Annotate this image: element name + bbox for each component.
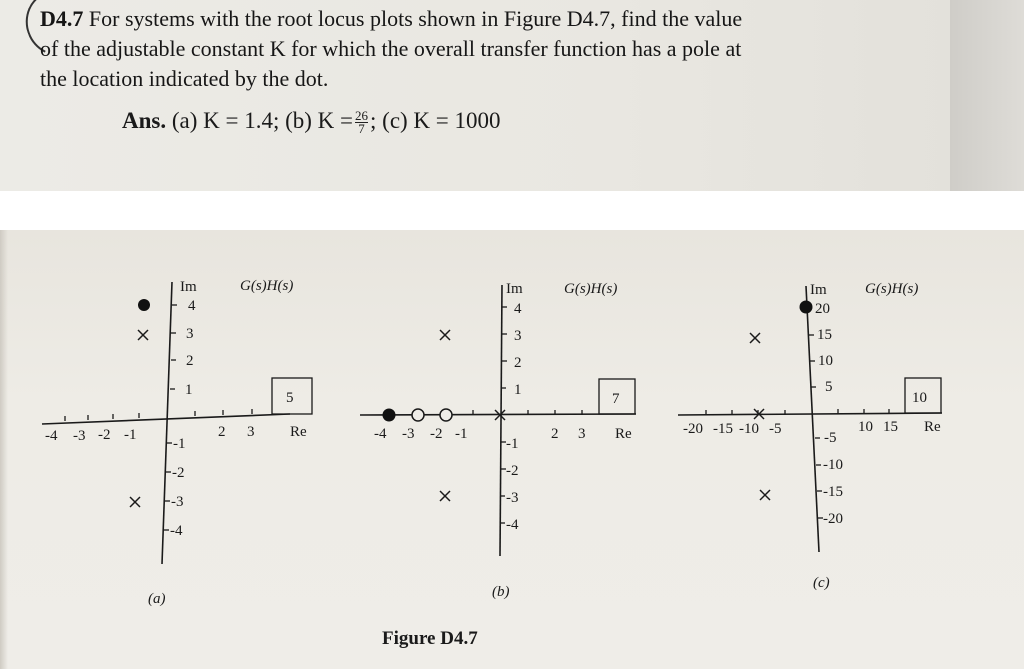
problem-statement: D4.7 For systems with the root locus plo… — [40, 4, 940, 94]
gain-box — [598, 378, 636, 415]
svg-text:4: 4 — [514, 301, 522, 317]
im-axis — [499, 284, 503, 557]
svg-text:-5: -5 — [824, 430, 837, 446]
svg-text:2: 2 — [514, 355, 522, 371]
answer-label: Ans. — [122, 108, 167, 133]
answer-c: (c) K = 1000 — [382, 108, 501, 133]
svg-text:-4: -4 — [506, 517, 519, 533]
svg-text:-4: -4 — [374, 426, 387, 442]
svg-text:1: 1 — [514, 382, 522, 398]
gain-box — [271, 377, 313, 415]
function-label: G(s)H(s) — [564, 281, 617, 297]
svg-text:-3: -3 — [506, 490, 519, 506]
plot-a: -4 -3 -2 -1 2 3 Re Im 4 3 2 1 -1 -2 -3 -… — [41, 278, 313, 607]
svg-text:Re: Re — [924, 419, 941, 435]
svg-text:-10: -10 — [739, 421, 759, 437]
svg-text:-20: -20 — [823, 511, 843, 527]
im-axis — [805, 285, 820, 553]
answer-a: (a) K = 1.4; — [171, 108, 280, 133]
svg-text:2: 2 — [218, 424, 226, 440]
svg-text:3: 3 — [186, 326, 194, 342]
svg-text:10: 10 — [912, 390, 927, 406]
svg-text:-1: -1 — [173, 436, 186, 452]
im-axis — [161, 281, 173, 565]
pole-x-icon — [749, 332, 771, 501]
svg-text:Im: Im — [180, 279, 197, 295]
svg-text:-5: -5 — [769, 421, 782, 437]
dot-marker-icon — [138, 299, 150, 311]
svg-text:-1: -1 — [124, 427, 137, 443]
svg-text:-1: -1 — [455, 426, 468, 442]
plot-label: (b) — [492, 584, 510, 600]
problem-line-1: D4.7 For systems with the root locus plo… — [40, 6, 743, 31]
svg-text:Re: Re — [290, 424, 307, 440]
problem-photo: D4.7 For systems with the root locus plo… — [0, 0, 1024, 191]
svg-text:1: 1 — [185, 382, 193, 398]
svg-text:-20: -20 — [683, 421, 703, 437]
svg-text:Re: Re — [615, 426, 632, 442]
page-edge — [950, 0, 1024, 191]
svg-text:5: 5 — [286, 390, 294, 406]
pole-x-icon — [439, 329, 506, 502]
plot-c: -20 -15 -10 -5 10 15 Re Im 20 15 10 5 -5… — [677, 281, 943, 591]
svg-text:-2: -2 — [98, 427, 111, 443]
gain-box — [904, 377, 942, 414]
problem-line-2: of the adjustable constant K for which t… — [40, 36, 742, 61]
svg-text:7: 7 — [612, 391, 620, 407]
dot-marker-icon — [799, 300, 813, 314]
zero-o-icon — [411, 408, 453, 422]
svg-text:3: 3 — [578, 426, 586, 442]
function-label: G(s)H(s) — [240, 278, 293, 294]
answer-b-prefix: (b) K = — [285, 108, 354, 133]
svg-text:-2: -2 — [430, 426, 443, 442]
svg-text:4: 4 — [188, 298, 196, 314]
svg-text:Im: Im — [810, 282, 827, 298]
figure-caption: Figure D4.7 — [382, 628, 478, 649]
svg-text:5: 5 — [825, 379, 833, 395]
plot-label: (c) — [813, 575, 830, 591]
problem-number: D4.7 — [40, 6, 84, 31]
svg-text:3: 3 — [247, 424, 255, 440]
dot-marker-icon — [382, 408, 396, 422]
svg-text:-3: -3 — [171, 494, 184, 510]
svg-text:10: 10 — [818, 353, 833, 369]
svg-text:-15: -15 — [823, 484, 843, 500]
svg-text:20: 20 — [815, 301, 830, 317]
svg-text:-4: -4 — [170, 523, 183, 539]
re-axis — [677, 412, 943, 416]
svg-text:-1: -1 — [506, 436, 519, 452]
svg-text:3: 3 — [514, 328, 522, 344]
svg-text:15: 15 — [817, 327, 832, 343]
svg-text:-3: -3 — [73, 428, 86, 444]
svg-text:-3: -3 — [402, 426, 415, 442]
svg-text:2: 2 — [186, 353, 194, 369]
function-label: G(s)H(s) — [865, 281, 918, 297]
svg-text:2: 2 — [551, 426, 559, 442]
svg-text:Im: Im — [506, 281, 523, 297]
plot-label: (a) — [148, 591, 166, 607]
re-axis — [41, 413, 291, 425]
svg-text:-15: -15 — [713, 421, 733, 437]
plot-b: -4 -3 -2 -1 2 3 Re Im 4 3 2 1 -1 -2 -3 -… — [359, 281, 637, 600]
svg-text:10: 10 — [858, 419, 873, 435]
re-axis — [359, 413, 637, 416]
svg-text:-4: -4 — [45, 428, 58, 444]
pole-x-icon — [129, 329, 149, 508]
svg-text:-2: -2 — [506, 463, 519, 479]
svg-text:-2: -2 — [172, 465, 185, 481]
svg-text:-10: -10 — [823, 457, 843, 473]
problem-line-3: the location indicated by the dot. — [40, 66, 329, 91]
svg-text:15: 15 — [883, 419, 898, 435]
